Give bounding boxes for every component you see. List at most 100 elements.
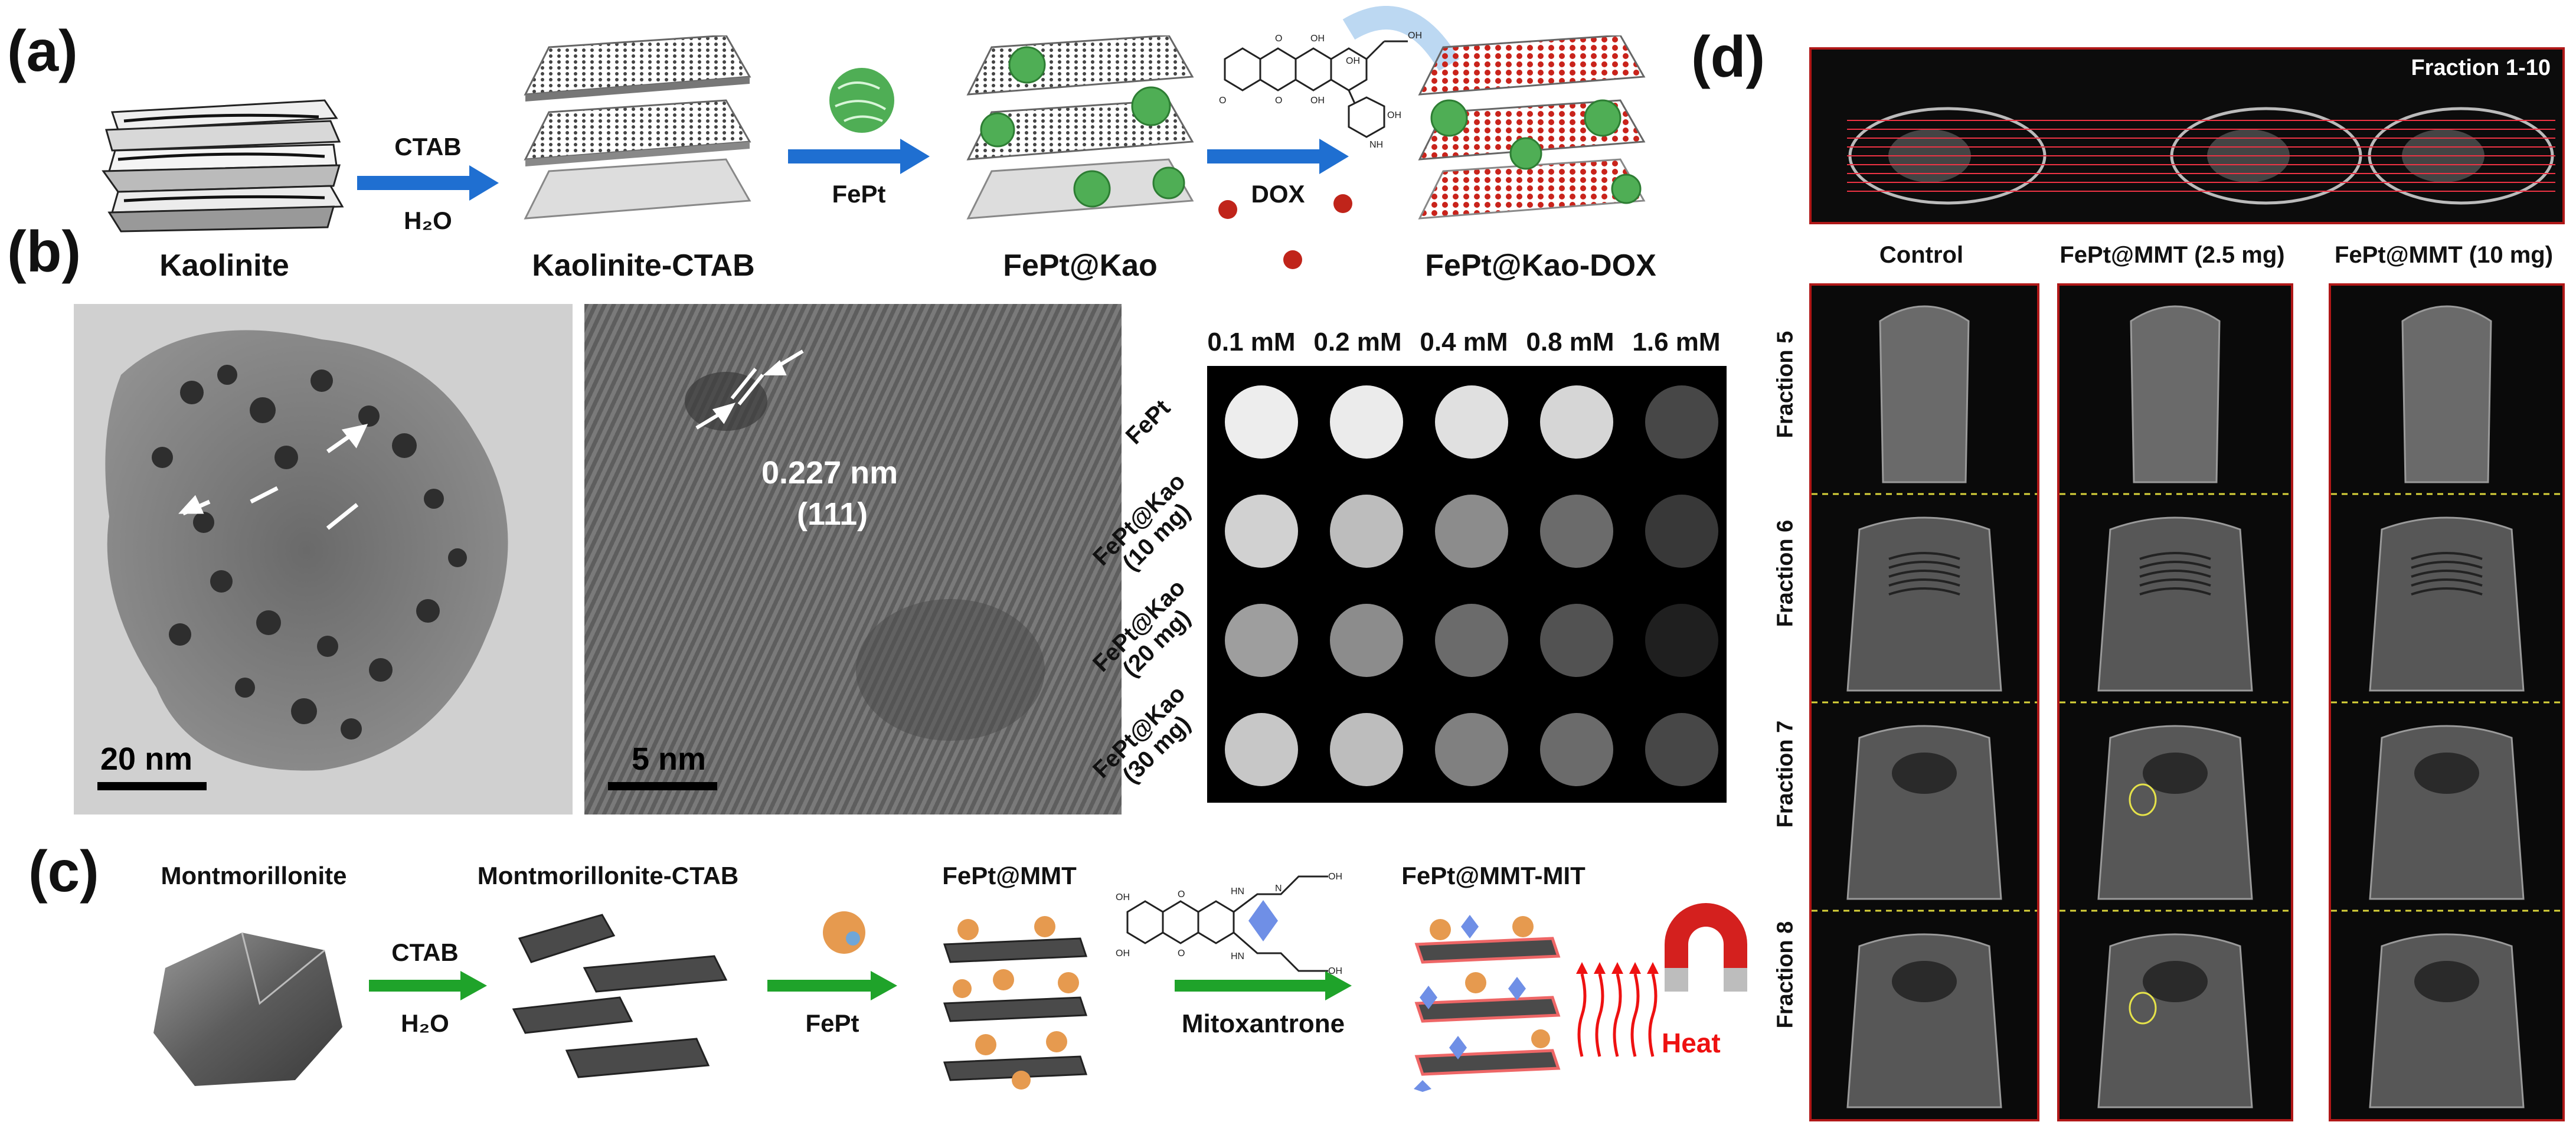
- phantom-sample: [1540, 604, 1613, 677]
- phantom-sample: [1225, 495, 1298, 568]
- lattice-plane-label: (111): [797, 496, 868, 532]
- material-label-fept-kao-dox: FePt@Kao-DOX: [1425, 248, 1656, 283]
- panel-label-b: (b): [7, 219, 81, 284]
- fraction-label: Fraction 6: [1773, 519, 1798, 627]
- phantom-sample: [1330, 713, 1403, 786]
- mri-slices: [2060, 305, 2291, 1108]
- phantom-sample: [1540, 495, 1613, 568]
- fept-mmt-illustration: [943, 916, 1088, 1090]
- arrow-right-icon: [1207, 139, 1349, 174]
- phantom-sample: [1645, 713, 1718, 786]
- dox-drug-dots: [1218, 194, 1352, 269]
- arrow-right-icon: [357, 165, 499, 201]
- svg-text:O: O: [1275, 96, 1282, 106]
- column-header-control: Control: [1879, 242, 1964, 268]
- fept-nanoparticle-icon: [829, 68, 894, 133]
- montmorillonite-ctab-sheets: [512, 914, 728, 1078]
- fraction-label: Fraction 7: [1773, 720, 1798, 828]
- column-header-fept-mmt-10: FePt@MMT (10 mg): [2334, 242, 2554, 268]
- mri-phantom-grid: [1207, 366, 1727, 803]
- arrow-right-icon: [788, 139, 930, 174]
- mri-column-control: [1809, 283, 2039, 1121]
- phantom-sample: [1435, 385, 1508, 459]
- scale-bar-20nm: [97, 782, 207, 790]
- fraction-labels: Fraction 5 Fraction 6 Fraction 7 Fractio…: [1762, 283, 1809, 1121]
- material-label-kaolinite: Kaolinite: [159, 248, 289, 283]
- phantom-sample: [1330, 604, 1403, 677]
- phantom-sample: [1645, 604, 1718, 677]
- row-labels: FePt FePt@Kao (10 mg) FePt@Kao (20 mg) F…: [1080, 372, 1210, 820]
- svg-text:OH: OH: [1116, 948, 1130, 959]
- phantom-sample: [1540, 385, 1613, 459]
- svg-text:OH: OH: [1310, 34, 1325, 44]
- roi-outline: [2129, 783, 2157, 816]
- mri-column-fept-mmt-10: [2329, 283, 2565, 1121]
- fept-kao-dox-illustration: [1418, 35, 1646, 220]
- scale-label-5nm: 5 nm: [632, 741, 707, 777]
- arrow-c1-top: CTAB: [391, 938, 459, 966]
- svg-text:N: N: [1275, 884, 1282, 894]
- conc-header: 1.6 mM: [1632, 328, 1721, 356]
- row-label: FePt@Kao (20 mg): [1088, 574, 1196, 682]
- fraction-label: Fraction 5: [1773, 331, 1798, 439]
- arrow-a1-bottom: H₂O: [404, 207, 452, 234]
- phantom-sample: [1645, 495, 1718, 568]
- arrow-a3-bottom: DOX: [1251, 180, 1305, 208]
- phantom-sample: [1435, 495, 1508, 568]
- kaolinite-ctab-illustration: [524, 35, 751, 220]
- phantom-sample: [1645, 385, 1718, 459]
- lattice-spacing-label: 0.227 nm: [761, 455, 898, 490]
- svg-text:OH: OH: [1408, 31, 1422, 41]
- tem-image-high-mag: 0.227 nm (111) 5 nm: [584, 304, 1122, 815]
- panel-label-a: (a): [7, 18, 78, 83]
- mri-slices: [2331, 305, 2562, 1108]
- fept-kao-illustration: [966, 35, 1194, 220]
- material-label-montmorillonite: Montmorillonite: [161, 862, 347, 889]
- conc-header: 0.2 mM: [1313, 328, 1402, 356]
- column-header-fept-mmt-2.5: FePt@MMT (2.5 mg): [2060, 242, 2285, 268]
- arrow-right-icon: [1175, 971, 1352, 1000]
- phantom-sample: [1435, 604, 1508, 677]
- mri-axial-overview: Fraction 1-10: [1809, 47, 2565, 224]
- arrow-a2-bottom: FePt: [832, 180, 886, 208]
- svg-text:O: O: [1219, 96, 1226, 106]
- svg-text:HN: HN: [1231, 887, 1244, 897]
- phantom-sample: [1330, 385, 1403, 459]
- svg-text:OH: OH: [1116, 892, 1130, 902]
- montmorillonite-rock: [153, 932, 342, 1086]
- svg-text:HN: HN: [1231, 951, 1244, 961]
- arrow-a1-top: CTAB: [394, 133, 462, 161]
- svg-text:OH: OH: [1310, 96, 1325, 106]
- fraction-label: Fraction 8: [1773, 921, 1798, 1029]
- heat-label: Heat: [1662, 1028, 1721, 1058]
- svg-text:OH: OH: [1328, 966, 1342, 976]
- conc-header: 0.8 mM: [1526, 328, 1614, 356]
- conc-header: 0.4 mM: [1420, 328, 1508, 356]
- material-label-fept-mmt: FePt@MMT: [942, 862, 1077, 889]
- arrow-c3-bottom: Mitoxantrone: [1181, 1009, 1345, 1038]
- material-label-fept-kao: FePt@Kao: [1003, 248, 1158, 283]
- panel-label-c: (c): [28, 839, 99, 904]
- panel-label-d: (d): [1691, 24, 1766, 89]
- svg-text:NH: NH: [1369, 140, 1383, 150]
- arrow-right-icon: [767, 971, 897, 1000]
- phantom-sample: [1225, 604, 1298, 677]
- kaolinite-illustration: [102, 99, 344, 233]
- tem-image-low-mag: 20 nm: [74, 304, 573, 815]
- phantom-sample: [1225, 713, 1298, 786]
- row-label: FePt@Kao (30 mg): [1088, 681, 1196, 789]
- arrow-right-icon: [369, 971, 487, 1000]
- conc-header: 0.1 mM: [1207, 328, 1296, 356]
- svg-text:OH: OH: [1346, 56, 1360, 66]
- phantom-sample: [1225, 385, 1298, 459]
- svg-text:O: O: [1275, 34, 1282, 44]
- phantom-sample: [1540, 713, 1613, 786]
- arrow-c2-bottom: FePt: [805, 1009, 859, 1037]
- phantom-sample: [1435, 713, 1508, 786]
- phantom-sample: [1330, 495, 1403, 568]
- concentration-headers: 0.1 mM 0.2 mM 0.4 mM 0.8 mM 1.6 mM: [1198, 328, 1730, 356]
- material-label-kaolinite-ctab: Kaolinite-CTAB: [532, 248, 755, 283]
- roi-outline: [2129, 992, 2157, 1025]
- scale-bar-5nm: [608, 782, 717, 790]
